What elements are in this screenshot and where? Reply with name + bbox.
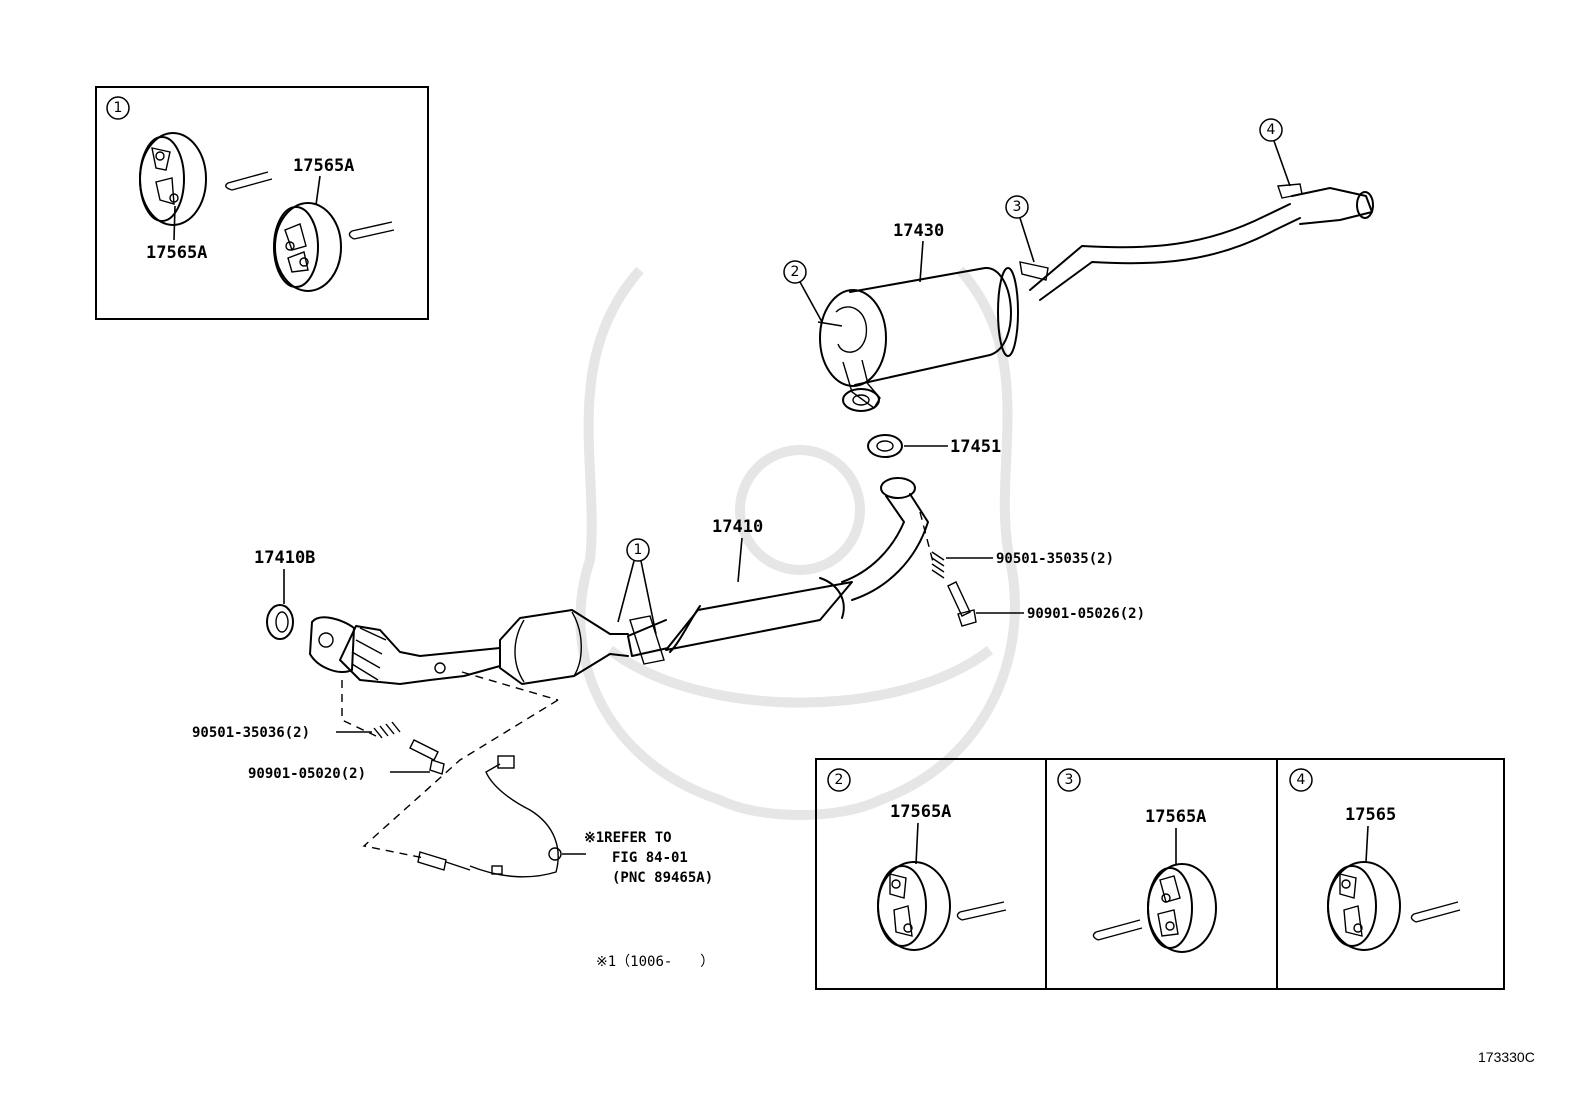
footnote: ※1（1006- ） [596, 954, 714, 970]
front-pipe-front-section [339, 625, 501, 685]
label-90501-35035: 90501-35035(2) [996, 551, 1114, 567]
catalytic-converter [499, 609, 629, 685]
label-17430: 17430 [893, 221, 944, 241]
leader-17410 [737, 537, 743, 583]
resonator-body [665, 581, 853, 651]
box4-callout-number: 4 [1297, 772, 1306, 788]
refer-note-line3: (PNC 89465A) [612, 870, 713, 886]
front-hanger-bracket [629, 615, 665, 665]
spring-front [373, 721, 401, 739]
gasket-17451 [867, 434, 903, 458]
muffler-end [819, 289, 887, 387]
label-17410: 17410 [712, 517, 763, 537]
callout-4-number: 4 [1267, 122, 1276, 138]
box2-callout-number: 2 [835, 772, 844, 788]
box3-callout-circle [1057, 768, 1081, 792]
oxygen-sensor [417, 755, 562, 878]
hanger-pin-a [225, 171, 273, 191]
callout-3-number: 3 [1013, 199, 1022, 215]
dash-guide-sensor-a [461, 671, 559, 701]
rubber-hanger-a [139, 132, 207, 226]
hanger-pin-b [348, 221, 395, 240]
callout-4-circle [1259, 118, 1283, 142]
front-pipe-outlet-flange [880, 477, 916, 499]
muffler-band [997, 267, 1019, 357]
mid-hanger-bracket [1019, 261, 1049, 281]
bolt-rear [947, 581, 977, 627]
leader-17565a-top [315, 175, 321, 206]
callout-2-circle [783, 260, 807, 284]
leader-callout-1b-a [617, 560, 635, 623]
bolt-front [409, 739, 445, 775]
dash-guide-front [341, 680, 377, 737]
box3-hanger-pin [1092, 919, 1143, 941]
muffler-flange [842, 388, 880, 412]
box3-rubber-hanger [1147, 863, 1217, 953]
muffler-body [849, 266, 1012, 386]
callout-1-number: 1 [114, 100, 123, 116]
muffler-hanger-rod [817, 321, 843, 327]
box4-rubber-hanger [1327, 861, 1401, 951]
tail-tip [1291, 187, 1373, 225]
callout-3-circle [1005, 195, 1029, 219]
tail-tip-end [1356, 191, 1374, 219]
spring-rear [931, 551, 945, 579]
callout-1-circle [106, 96, 130, 120]
tail-hanger-bracket [1277, 183, 1303, 199]
refer-note-line1: ※1REFER TO [584, 830, 672, 846]
callout-1b-number: 1 [634, 542, 643, 558]
label-90901-05020: 90901-05020(2) [248, 766, 366, 782]
box2-callout-circle [827, 768, 851, 792]
refer-note-line2: FIG 84-01 [612, 850, 688, 866]
box2-hanger-pin [956, 901, 1007, 921]
gasket-17410b [266, 604, 294, 640]
label-90901-05026: 90901-05026(2) [1027, 606, 1145, 622]
leader-callout-4 [1273, 140, 1291, 187]
leader-17565a-bottom [173, 205, 176, 241]
leader-callout-3 [1019, 217, 1035, 263]
box2-rubber-hanger [877, 861, 951, 951]
leader-callout-1b-b [640, 560, 657, 635]
detail-box-1-frame [95, 86, 429, 320]
callout-1b-circle [626, 538, 650, 562]
tail-pipe-lower [1039, 217, 1301, 301]
figure-id: 173330C [1478, 1049, 1535, 1065]
dash-guide-sensor-b [362, 699, 559, 859]
muffler-assembly [817, 183, 1374, 412]
box4-hanger-pin [1410, 901, 1461, 923]
box4-callout-circle [1289, 768, 1313, 792]
oxygen-sensor-wire [469, 763, 559, 878]
box4-label: 17565 [1345, 805, 1396, 825]
watermark-logo [575, 266, 1020, 820]
box3-label: 17565A [1145, 807, 1206, 827]
label-17410b: 17410B [254, 548, 315, 568]
box2-leader [915, 822, 919, 865]
front-pipe-assembly [309, 477, 929, 685]
resonator-end [819, 577, 845, 619]
label-90501-35036: 90501-35036(2) [192, 725, 310, 741]
dash-guide-rear [919, 511, 935, 567]
detail-box-1: 1 17565A 17565A [95, 86, 429, 320]
muffler-inlet [835, 306, 868, 353]
rubber-hanger-b [273, 202, 342, 292]
label-17565a-top: 17565A [293, 156, 354, 176]
label-17451: 17451 [950, 437, 1001, 457]
detail-boxes-frame [815, 758, 1505, 990]
box4-leader [1365, 825, 1369, 863]
mid-pipe [627, 619, 669, 657]
tail-pipe-upper [1029, 203, 1291, 291]
leader-17430 [919, 240, 924, 283]
box3-callout-number: 3 [1065, 772, 1074, 788]
detail-boxes-bottom: 2 17565A 3 17565A 4 17565 [815, 758, 1505, 990]
leader-callout-2 [799, 281, 823, 323]
front-pipe-inlet-flange [309, 616, 355, 673]
label-17565a-bottom: 17565A [146, 243, 207, 263]
callout-2-number: 2 [791, 264, 800, 280]
front-pipe-bend-upper [841, 495, 905, 583]
box2-label: 17565A [890, 802, 951, 822]
